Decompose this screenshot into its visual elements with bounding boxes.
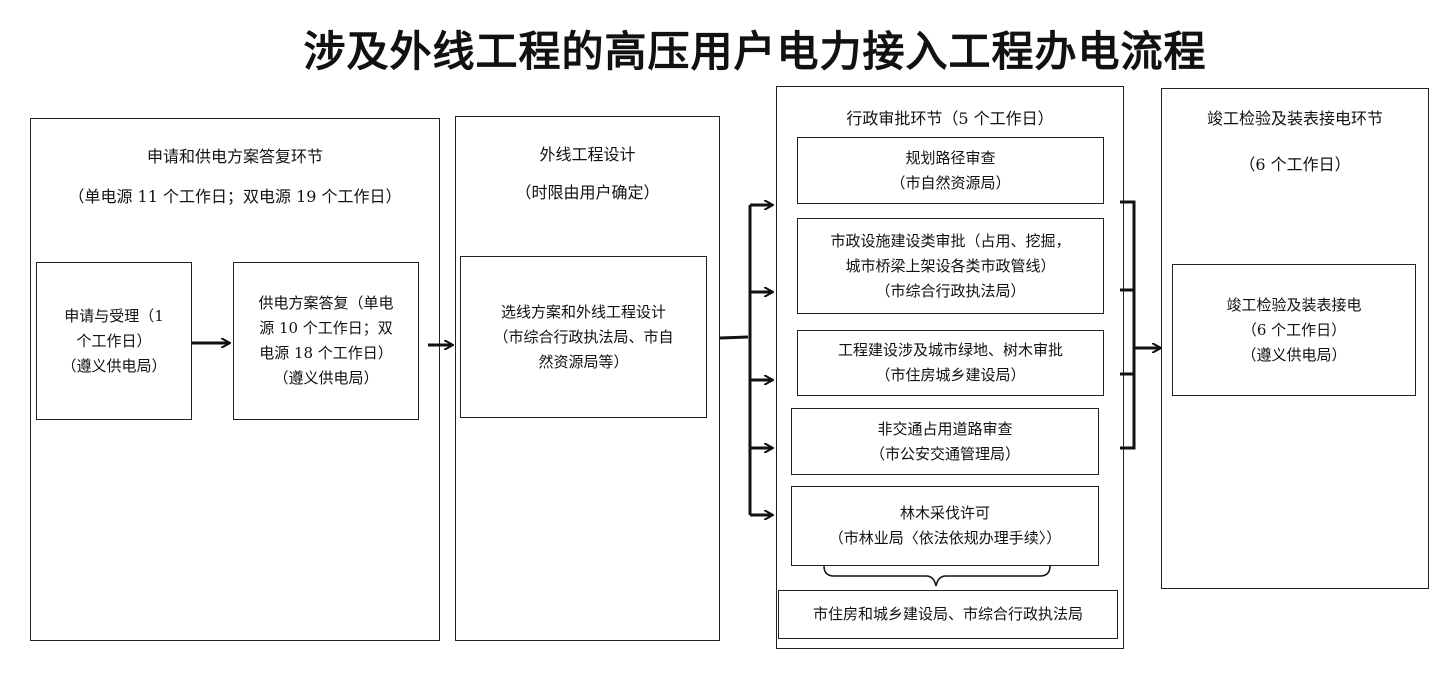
stage3-heading: 行政审批环节（5 个工作日）: [846, 109, 1054, 128]
approval-road-occupation: 非交通占用道路审查 （市公安交通管理局）: [791, 408, 1099, 475]
approval-route-review-line1: 规划路径审查: [905, 148, 996, 167]
approval-road-occupation-line1: 非交通占用道路审查: [877, 419, 1013, 438]
approval-municipal-facilities-line2: 城市桥梁上架设各类市政管线）: [845, 256, 1056, 275]
step-completion-metering-line2: （6 个工作日）: [1241, 320, 1347, 339]
step-completion-metering-line1: 竣工检验及装表接电: [1226, 295, 1362, 314]
page-title: 涉及外线工程的高压用户电力接入工程办电流程: [303, 27, 1207, 76]
approval-route-review-line2: （市自然资源局）: [890, 173, 1011, 192]
approval-green-space: 工程建设涉及城市绿地、树木审批 （市住房城乡建设局）: [797, 330, 1104, 396]
step-application-line3: （遵义供电局）: [61, 356, 167, 375]
bracket-approvals-merge: [1120, 200, 1136, 450]
approval-logging-permit-line2: （市林业局〈依法依规办理手续〉）: [828, 529, 1062, 547]
step-application-line1: 申请与受理（1: [64, 306, 164, 325]
step-application-line2: 个工作日）: [76, 331, 152, 350]
approval-road-occupation-line2: （市公安交通管理局）: [869, 444, 1020, 463]
stage2-heading: 外线工程设计: [539, 145, 636, 164]
approval-logging-permit-line1: 林木采伐许可: [899, 504, 990, 522]
approval-green-space-line1: 工程建设涉及城市绿地、树木审批: [837, 341, 1063, 359]
connector-stage2-out: [719, 335, 749, 340]
step-supply-plan-line4: （遵义供电局）: [273, 369, 379, 387]
step-line-design-line2: （市综合行政执法局、市自: [493, 327, 674, 346]
step-supply-plan-line2: 源 10 个工作日；双: [259, 319, 393, 337]
approval-logging-permit: 林木采伐许可 （市林业局〈依法依规办理手续〉）: [791, 486, 1099, 566]
approval-green-space-line2: （市住房城乡建设局）: [875, 366, 1026, 384]
stage2-duration: （时限由用户确定）: [515, 183, 660, 202]
approval-route-review: 规划路径审查 （市自然资源局）: [797, 137, 1104, 204]
approval-coordinating-bureaus-text: 市住房和城乡建设局、市综合行政执法局: [812, 605, 1083, 623]
stage4-duration: （6 个工作日）: [1239, 155, 1351, 174]
step-line-design: 选线方案和外线工程设计 （市综合行政执法局、市自 然资源局等）: [460, 256, 707, 418]
step-completion-metering-line3: （遵义供电局）: [1241, 345, 1347, 364]
step-completion-metering: 竣工检验及装表接电 （6 个工作日） （遵义供电局）: [1172, 264, 1416, 396]
stage1-duration: （单电源 11 个工作日；双电源 19 个工作日）: [68, 187, 402, 206]
brace-logging-permit: [823, 565, 1051, 587]
step-application: 申请与受理（1 个工作日） （遵义供电局）: [36, 262, 192, 420]
stage4-heading: 竣工检验及装表接电环节: [1206, 109, 1383, 128]
approval-municipal-facilities: 市政设施建设类审批（占用、挖掘， 城市桥梁上架设各类市政管线） （市综合行政执法…: [797, 218, 1104, 314]
step-line-design-line3: 然资源局等）: [538, 352, 629, 371]
step-supply-plan-line3: 电源 18 个工作日）: [259, 344, 393, 362]
stage1-heading: 申请和供电方案答复环节: [146, 147, 323, 166]
approval-municipal-facilities-line3: （市综合行政执法局）: [875, 281, 1026, 300]
approval-coordinating-bureaus: 市住房和城乡建设局、市综合行政执法局: [778, 590, 1118, 639]
step-line-design-line1: 选线方案和外线工程设计: [500, 302, 666, 321]
approval-municipal-facilities-line1: 市政设施建设类审批（占用、挖掘，: [830, 231, 1071, 250]
step-supply-plan: 供电方案答复（单电 源 10 个工作日；双 电源 18 个工作日） （遵义供电局…: [233, 262, 419, 420]
step-supply-plan-line1: 供电方案答复（单电: [258, 294, 394, 312]
